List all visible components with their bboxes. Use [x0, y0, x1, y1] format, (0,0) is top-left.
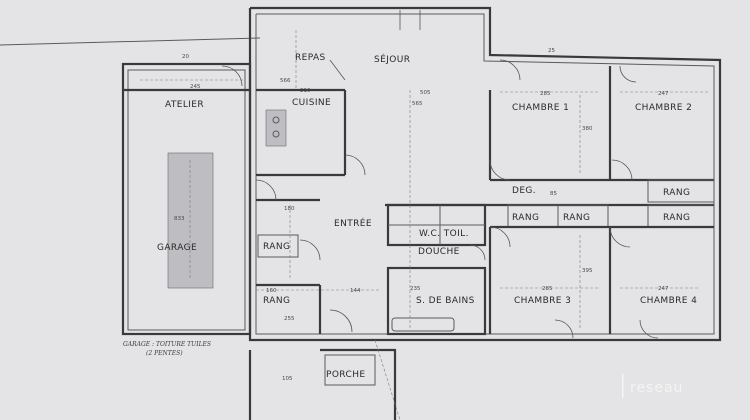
dim-25: 25 — [548, 48, 555, 54]
label-wc: W.C. TOIL. — [419, 229, 469, 239]
dim-245: 245 — [190, 84, 201, 90]
porch-block — [248, 339, 401, 420]
paper-edge — [0, 37, 261, 46]
watermark-bar — [622, 374, 624, 398]
dim-380: 380 — [582, 126, 593, 132]
dim-566: 566 — [280, 78, 291, 84]
brand-watermark: reseau — [630, 380, 683, 396]
bathtub — [391, 317, 455, 332]
dim-285-b: 285 — [542, 286, 553, 292]
dim-180: 180 — [284, 206, 295, 212]
kitchen-counter — [265, 109, 287, 147]
label-bains: S. DE BAINS — [416, 296, 475, 306]
dim-144: 144 — [350, 288, 361, 294]
label-chambre-1: CHAMBRE 1 — [512, 103, 569, 113]
label-sejour: SÉJOUR — [374, 53, 410, 65]
label-chambre-3: CHAMBRE 3 — [514, 296, 571, 306]
garage-car-area — [167, 152, 214, 289]
label-douche: DOUCHE — [418, 247, 460, 257]
label-porche: PORCHE — [326, 370, 365, 380]
dim-833: 833 — [174, 216, 185, 222]
dim-247: 247 — [658, 91, 669, 97]
label-rang-left: RANG — [263, 296, 290, 306]
dim-210: 210 — [300, 88, 311, 94]
label-rang-mid-2: RANG — [563, 213, 590, 223]
label-cuisine: CUISINE — [292, 98, 331, 108]
dim-20: 20 — [182, 54, 189, 60]
label-atelier: ATELIER — [165, 100, 204, 110]
label-chambre-4: CHAMBRE 4 — [640, 296, 697, 306]
dim-565: 565 — [412, 101, 423, 107]
label-rang-right-1: RANG — [663, 188, 690, 198]
dimension-lines — [256, 30, 710, 330]
dim-247-b: 247 — [658, 286, 669, 292]
dim-285: 285 — [540, 91, 551, 97]
label-garage: GARAGE — [157, 243, 197, 253]
dim-105: 105 — [282, 376, 293, 382]
dim-85: 85 — [550, 191, 557, 197]
label-rang-right-2: RANG — [663, 213, 690, 223]
house-walls — [248, 6, 722, 342]
dim-395: 395 — [582, 268, 593, 274]
label-rang-entree: RANG — [263, 242, 290, 252]
label-deg: DEG. — [512, 186, 536, 196]
dim-255: 255 — [284, 316, 295, 322]
label-chambre-2: CHAMBRE 2 — [635, 103, 692, 113]
label-repas: REPAS — [295, 53, 326, 63]
dim-505: 505 — [420, 90, 431, 96]
dim-235: 235 — [410, 286, 421, 292]
label-entree: ENTRÉE — [334, 217, 372, 229]
door-swings — [221, 10, 659, 339]
garage-roof-note-1: GARAGE : TOITURE TUILES — [123, 341, 211, 348]
label-rang-mid-1: RANG — [512, 213, 539, 223]
dim-160: 160 — [266, 288, 277, 294]
garage-roof-note-2: (2 PENTES) — [146, 350, 183, 357]
